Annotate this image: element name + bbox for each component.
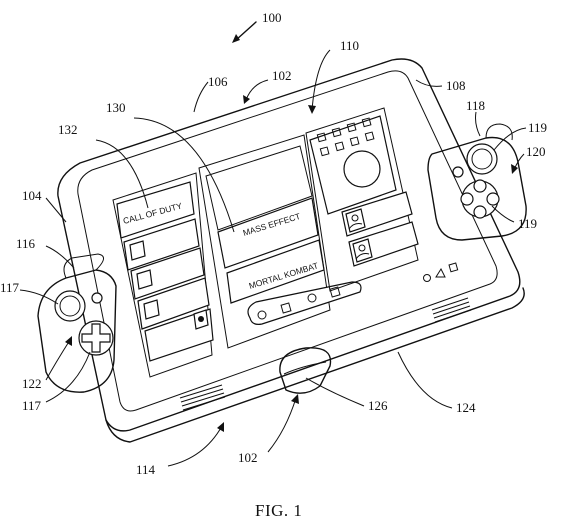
ref-132: 132 <box>58 122 78 137</box>
right-analog-stick <box>466 143 498 175</box>
screen-right-column <box>305 107 419 292</box>
ref-110: 110 <box>340 38 359 53</box>
right-controller <box>427 123 527 241</box>
ref-118: 118 <box>466 98 485 113</box>
ref-116: 116 <box>16 236 36 251</box>
ref-120: 120 <box>526 144 546 159</box>
speaker-right <box>431 297 472 323</box>
game-tile-3 <box>130 247 205 300</box>
right-small-button <box>452 166 464 178</box>
ref-126: 126 <box>368 398 388 413</box>
ref-117-top: 117 <box>0 280 20 295</box>
ref-100: 100 <box>262 10 282 25</box>
left-controller <box>37 253 117 393</box>
ref-106: 106 <box>208 74 228 89</box>
ref-117-bottom: 117 <box>22 398 42 413</box>
nav-bar <box>247 281 362 325</box>
center-preview-panel <box>205 145 313 231</box>
screen-center-column <box>198 134 331 349</box>
settings-panel <box>309 115 397 215</box>
ref-119-top: 119 <box>528 120 547 135</box>
game-tile-mass-effect: MASS EFFECT <box>217 197 319 269</box>
game-tile-2 <box>123 218 200 271</box>
dpad <box>78 320 114 356</box>
friend-card-1 <box>341 191 413 237</box>
screen-ui: CALL OF DUTY MASS EFFECT MORTAL KOM <box>112 107 459 378</box>
device-body <box>57 58 525 443</box>
reference-numerals: 100 102 106 110 108 130 132 118 119 120 … <box>0 10 547 477</box>
figure-caption: FIG. 1 <box>255 501 302 520</box>
face-buttons <box>460 179 500 219</box>
ref-122: 122 <box>22 376 42 391</box>
status-icons <box>423 262 459 282</box>
ref-124: 124 <box>456 400 476 415</box>
ref-114: 114 <box>136 462 156 477</box>
speaker-left <box>179 384 226 411</box>
game-tile-call-of-duty: CALL OF DUTY <box>116 181 195 239</box>
game-tile-5 <box>144 308 214 362</box>
screen-left-column <box>112 172 213 378</box>
game-tile-4 <box>137 277 210 330</box>
home-button <box>279 347 332 394</box>
left-small-button <box>91 292 103 304</box>
left-analog-stick <box>54 290 86 322</box>
ref-102-top: 102 <box>272 68 292 83</box>
ref-108: 108 <box>446 78 466 93</box>
ref-102-bottom: 102 <box>238 450 258 465</box>
friend-card-2 <box>348 221 419 267</box>
leader-lines <box>19 21 527 467</box>
ref-119-right: 119 <box>518 216 537 231</box>
ref-130: 130 <box>106 100 126 115</box>
ref-104: 104 <box>22 188 42 203</box>
